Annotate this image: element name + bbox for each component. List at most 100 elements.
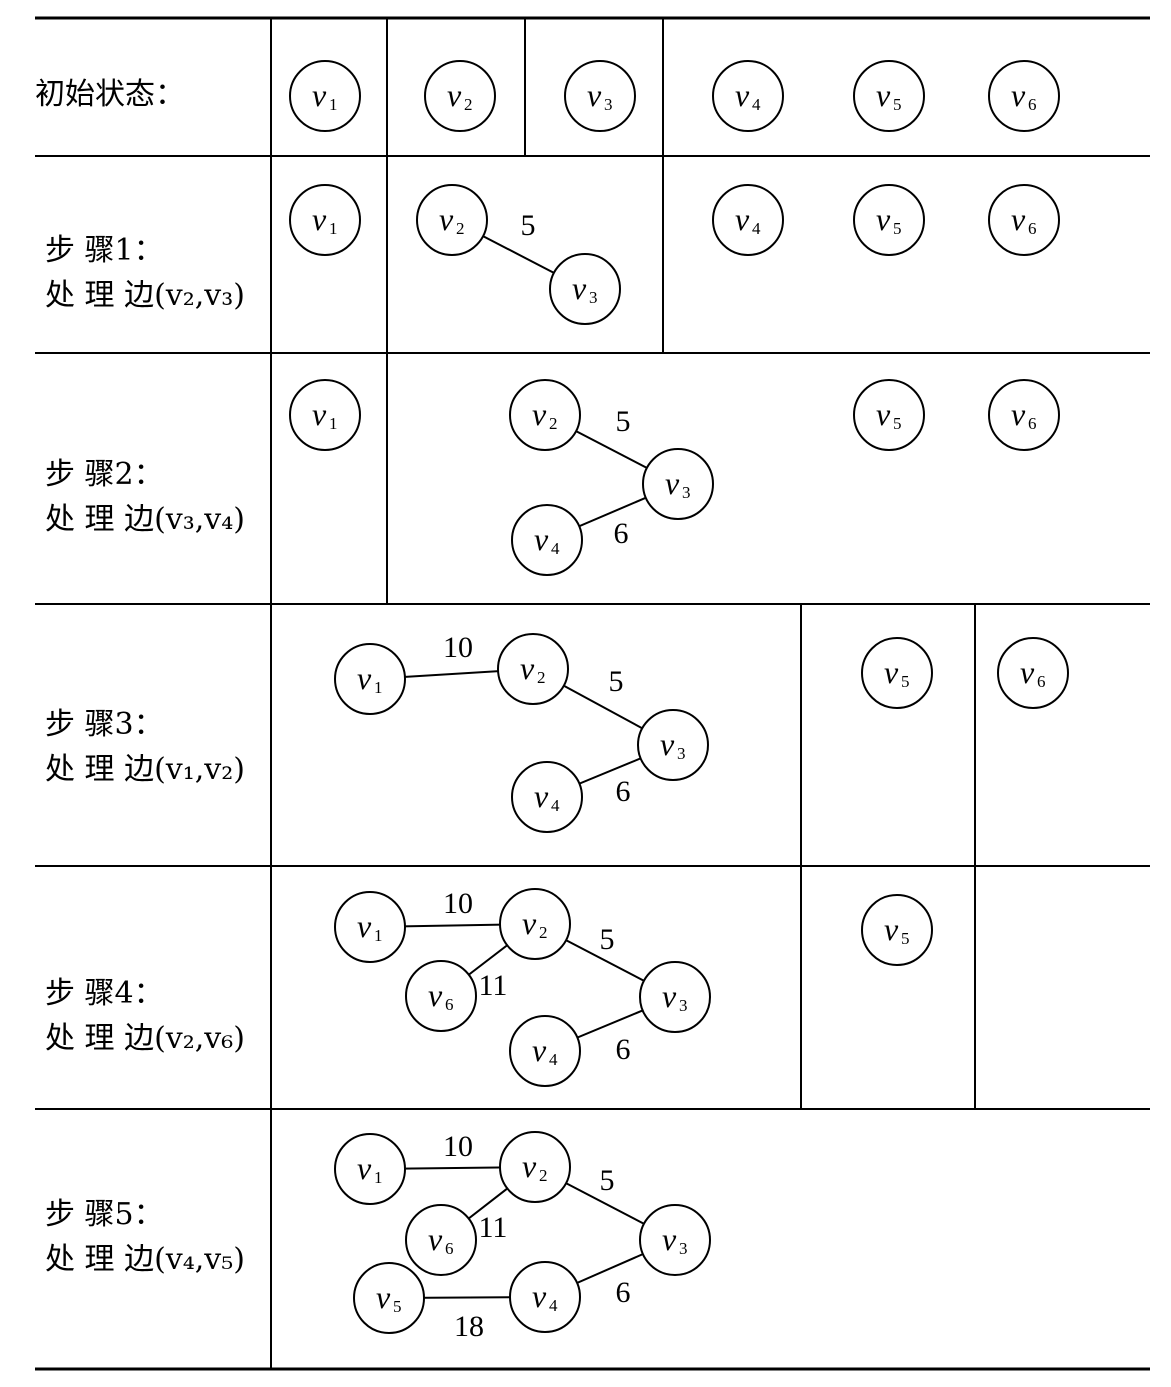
node-subscript: 6 [1028,414,1037,433]
node-var-letter: v [660,726,675,762]
node-circle [637,709,709,781]
node-circle [353,1262,425,1334]
node-var-letter: v [534,778,549,814]
node-var-letter: v [376,1279,391,1315]
node-var-letter: v [439,201,454,237]
node-var-letter: v [1011,77,1026,113]
node-var-letter: v [572,270,587,306]
node-circle [511,761,583,833]
node-circle [997,637,1069,709]
node-circle [499,1131,571,1203]
edge-weight-label: 5 [521,209,536,242]
step-label-line: 处 理 边(v₂,v₆) [45,1021,245,1056]
node-subscript: 4 [752,219,761,238]
node-circle [988,184,1060,256]
node-var-letter: v [428,1221,443,1257]
node-subscript: 5 [901,672,910,691]
node-circle [861,637,933,709]
edge-weight-label: 5 [616,405,631,438]
node-circle [988,379,1060,451]
node-subscript: 3 [604,95,613,114]
edge-weight-label: 5 [609,665,624,698]
node-circle [712,184,784,256]
node-circle [549,253,621,325]
step-label-line: 步 骤1： [45,233,164,268]
step-label-line: 处 理 边(v₁,v₂) [45,752,245,787]
node-var-letter: v [312,201,327,237]
node-circle [639,961,711,1033]
node-circle [499,888,571,960]
node-circle [861,894,933,966]
node-var-letter: v [876,201,891,237]
node-subscript: 3 [677,744,686,763]
node-var-letter: v [312,396,327,432]
node-var-letter: v [532,1278,547,1314]
node-var-letter: v [884,654,899,690]
node-circle [853,379,925,451]
table-grid [35,16,1150,1371]
node-subscript: 6 [1037,672,1046,691]
node-subscript: 6 [445,1239,454,1258]
node-subscript: 1 [374,1168,383,1187]
node-circle [405,1204,477,1276]
node-subscript: 3 [682,483,691,502]
node-circle [416,184,488,256]
node-circle [639,1204,711,1276]
node-subscript: 6 [1028,95,1037,114]
node-circle [642,448,714,520]
edge-weight-label: 10 [443,631,473,664]
node-var-letter: v [357,660,372,696]
node-var-letter: v [1020,654,1035,690]
node-circle [334,1133,406,1205]
step-label-line: 初始状态： [35,77,185,112]
node-var-letter: v [665,465,680,501]
node-subscript: 2 [539,923,548,942]
step-label-line: 处 理 边(v₂,v₃) [45,278,245,313]
node-subscript: 2 [549,414,558,433]
node-var-letter: v [662,1221,677,1257]
edge-weight-label: 6 [616,1033,631,1066]
node-subscript: 1 [374,926,383,945]
node-var-letter: v [532,396,547,432]
edge-weight-label: 10 [443,1130,473,1163]
node-subscript: 5 [393,1297,402,1316]
node-var-letter: v [520,650,535,686]
step-label-line: 处 理 边(v₃,v₄) [45,502,245,537]
node-circle [289,379,361,451]
node-circle [497,633,569,705]
node-subscript: 2 [537,668,546,687]
edge-weight-label: 5 [600,923,615,956]
node-circle [334,643,406,715]
step-labels-layer: 初始状态：步 骤1：处 理 边(v₂,v₃)步 骤2：处 理 边(v₃,v₄)步… [35,77,245,1277]
node-var-letter: v [428,977,443,1013]
node-subscript: 4 [549,1296,558,1315]
step-label-line: 处 理 边(v₄,v₅) [45,1242,245,1277]
node-circle [511,504,583,576]
node-subscript: 4 [752,95,761,114]
node-circle [988,60,1060,132]
node-circle [509,1015,581,1087]
node-var-letter: v [357,1150,372,1186]
edge-weight-label: 11 [479,1211,508,1244]
